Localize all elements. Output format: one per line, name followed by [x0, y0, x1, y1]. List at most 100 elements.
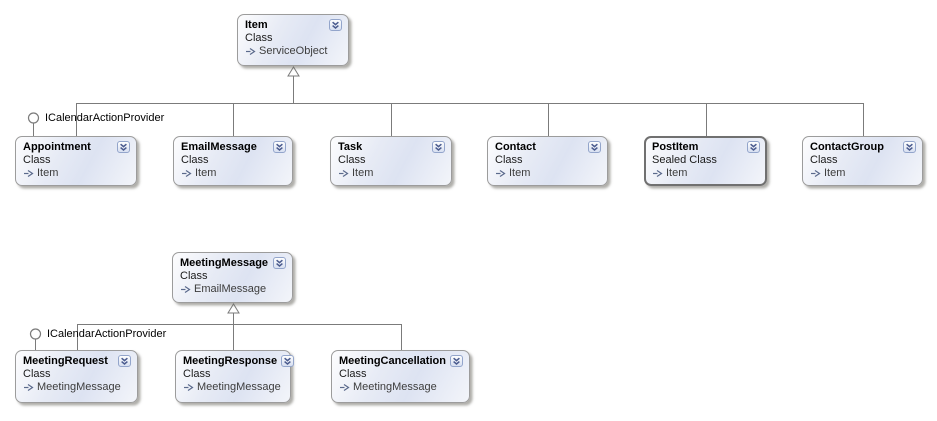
inherits-arrow-icon: [246, 48, 256, 55]
inherits-target-label: MeetingMessage: [197, 381, 281, 393]
class-title: Contact: [495, 141, 536, 153]
class-inherits-row: ServiceObject: [245, 45, 342, 58]
class-kind-label: Class: [339, 368, 367, 380]
collapse-double-chevron-down-icon: [591, 143, 598, 151]
collapse-double-chevron-down-icon: [121, 357, 128, 365]
collapse-double-chevron-down-icon: [276, 143, 283, 151]
collapse-double-chevron-down-icon: [284, 357, 292, 365]
inherits-target-label: Item: [352, 167, 374, 179]
class-kind-label: Class: [810, 154, 838, 166]
class-inherits-row: Item: [810, 167, 916, 180]
class-node-header: MeetingRequest: [23, 355, 131, 368]
class-inherits-row: Item: [338, 167, 445, 180]
collapse-chevron-button[interactable]: [273, 257, 286, 269]
class-title: Task: [338, 141, 363, 153]
collapse-chevron-button[interactable]: [329, 19, 342, 31]
inherits-arrow-icon: [653, 170, 663, 177]
collapse-double-chevron-down-icon: [906, 143, 913, 151]
collapse-double-chevron-down-icon: [332, 21, 339, 29]
inheritance-triangle-icon: [227, 303, 240, 314]
class-inherits-row: Item: [495, 167, 601, 180]
collapse-chevron-button[interactable]: [747, 141, 760, 153]
inherits-target-label: Item: [666, 167, 688, 179]
class-node-header: Task: [338, 141, 445, 154]
class-kind-label: Class: [495, 154, 523, 166]
interface-lollipop-icon[interactable]: [29, 328, 42, 340]
class-inherits-row: EmailMessage: [180, 283, 286, 296]
interface-label: ICalendarActionProvider: [45, 112, 165, 124]
class-node-item[interactable]: Item Class ServiceObject: [237, 14, 349, 66]
inherits-arrow-icon: [181, 286, 191, 293]
class-title: MeetingMessage: [180, 257, 269, 269]
collapse-double-chevron-down-icon: [120, 143, 127, 151]
class-node-meetingmessage[interactable]: MeetingMessage Class EmailMessage: [172, 252, 293, 303]
inherits-target-label: Item: [37, 167, 59, 179]
inherits-target-label: Item: [195, 167, 217, 179]
class-node-header: MeetingResponse: [183, 355, 295, 368]
class-title: MeetingRequest: [23, 355, 108, 367]
inherits-arrow-icon: [24, 170, 34, 177]
class-title: Appointment: [23, 141, 91, 153]
interface-label: ICalendarActionProvider: [47, 328, 167, 340]
class-kind-label: Class: [183, 368, 211, 380]
inherits-target-label: MeetingMessage: [353, 381, 437, 393]
collapse-chevron-button[interactable]: [588, 141, 601, 153]
class-inherits-row: MeetingMessage: [183, 381, 284, 394]
class-node-header: MeetingMessage: [180, 257, 286, 270]
class-node-meetingcancellation[interactable]: MeetingCancellation Class MeetingMessage: [331, 350, 470, 403]
class-inherits-row: MeetingMessage: [23, 381, 131, 394]
collapse-chevron-button[interactable]: [117, 141, 130, 153]
class-kind-label: Class: [23, 368, 51, 380]
inherits-arrow-icon: [339, 170, 349, 177]
collapse-double-chevron-down-icon: [276, 259, 283, 267]
class-inherits-row: Item: [181, 167, 286, 180]
class-node-contact[interactable]: Contact Class Item: [487, 136, 608, 186]
collapse-chevron-button[interactable]: [903, 141, 916, 153]
class-inherits-row: MeetingMessage: [339, 381, 463, 394]
class-kind-label: Class: [245, 32, 273, 44]
collapse-chevron-button[interactable]: [281, 355, 295, 367]
class-node-appointment[interactable]: Appointment Class Item: [15, 136, 137, 186]
class-inherits-row: Item: [23, 167, 130, 180]
inherits-arrow-icon: [184, 384, 194, 391]
class-node-meetingresponse[interactable]: MeetingResponse Class MeetingMessage: [175, 350, 295, 403]
class-title: MeetingCancellation: [339, 355, 446, 367]
inherits-target-label: MeetingMessage: [37, 381, 121, 393]
class-node-postitem[interactable]: PostItem Sealed Class Item: [644, 136, 767, 186]
collapse-chevron-button[interactable]: [273, 141, 286, 153]
class-title: EmailMessage: [181, 141, 257, 153]
inheritance-triangle-icon: [287, 66, 300, 77]
collapse-double-chevron-down-icon: [435, 143, 442, 151]
class-node-header: Appointment: [23, 141, 130, 154]
class-node-contactgroup[interactable]: ContactGroup Class Item: [802, 136, 923, 186]
class-title: MeetingResponse: [183, 355, 278, 367]
class-node-header: Contact: [495, 141, 601, 154]
class-inherits-row: Item: [652, 167, 760, 180]
collapse-chevron-button[interactable]: [118, 355, 131, 367]
collapse-chevron-button[interactable]: [450, 355, 463, 367]
class-kind-label: Sealed Class: [652, 154, 717, 166]
class-title: PostItem: [652, 141, 699, 153]
class-title: Item: [245, 19, 268, 31]
interface-lollipop-icon[interactable]: [27, 112, 40, 124]
class-node-header: Item: [245, 19, 342, 32]
class-kind-label: Class: [338, 154, 366, 166]
collapse-double-chevron-down-icon: [453, 357, 460, 365]
class-kind-label: Class: [180, 270, 208, 282]
class-kind-label: Class: [181, 154, 209, 166]
inherits-target-label: ServiceObject: [259, 45, 328, 57]
inherits-arrow-icon: [24, 384, 34, 391]
class-node-task[interactable]: Task Class Item: [330, 136, 452, 186]
class-node-header: PostItem: [652, 141, 760, 154]
inherits-target-label: Item: [509, 167, 531, 179]
inherits-arrow-icon: [496, 170, 506, 177]
inherits-arrow-icon: [182, 170, 192, 177]
class-kind-label: Class: [23, 154, 51, 166]
class-node-meetingrequest[interactable]: MeetingRequest Class MeetingMessage: [15, 350, 138, 403]
class-node-emailmessage[interactable]: EmailMessage Class Item: [173, 136, 293, 186]
inherits-arrow-icon: [811, 170, 821, 177]
collapse-chevron-button[interactable]: [432, 141, 445, 153]
inherits-arrow-icon: [340, 384, 350, 391]
class-node-header: MeetingCancellation: [339, 355, 463, 368]
